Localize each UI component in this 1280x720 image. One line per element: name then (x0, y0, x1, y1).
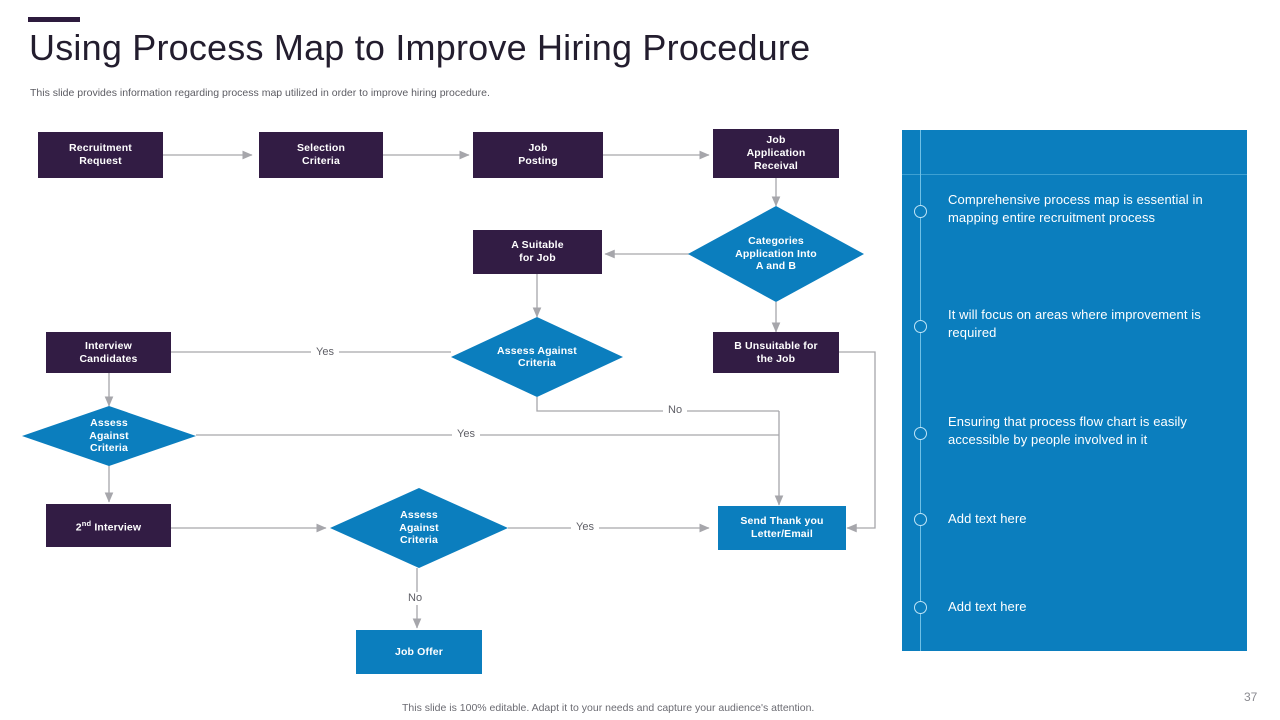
accent-bar (28, 17, 80, 22)
panel-item[interactable]: Ensuring that process flow chart is easi… (902, 413, 1247, 453)
edge-label-yes-assess2-to-sendthank: Yes (452, 428, 480, 441)
page-subtitle: This slide provides information regardin… (30, 87, 490, 99)
bullet-circle-icon (914, 205, 927, 218)
edge-label-yes-interview-to-assess1: Yes (311, 346, 339, 359)
footer-note: This slide is 100% editable. Adapt it to… (402, 702, 815, 714)
panel-item-text: It will focus on areas where improvement… (948, 307, 1201, 340)
flowchart-connectors (104, 150, 876, 629)
bullet-circle-icon (914, 320, 927, 333)
flow-node-second-interview[interactable]: 2nd Interview (46, 504, 171, 547)
panel-item-text: Comprehensive process map is essential i… (948, 192, 1203, 225)
flow-node-label: Job Offer (394, 645, 444, 658)
panel-item-text: Add text here (948, 511, 1027, 526)
flow-node-job-offer[interactable]: Job Offer (356, 630, 482, 674)
panel-item[interactable]: It will focus on areas where improvement… (902, 306, 1247, 346)
page-number: 37 (1244, 690, 1258, 704)
bullet-circle-icon (914, 427, 927, 440)
panel-header (902, 130, 1247, 175)
bullet-circle-icon (914, 513, 927, 526)
flow-node-label: 2nd Interview (72, 517, 145, 535)
edge-label-yes-assess3-to-sendthank: Yes (571, 521, 599, 534)
edge-label-no-assess3-to-joboffer: No (403, 592, 428, 605)
bullet-circle-icon (914, 601, 927, 614)
edge-label-no-assess1-down: No (663, 404, 688, 417)
page-title: Using Process Map to Improve Hiring Proc… (29, 27, 811, 68)
ordinal-number: 2 (75, 521, 82, 534)
panel-item-text: Ensuring that process flow chart is easi… (948, 414, 1188, 447)
panel-item[interactable]: Add text here (902, 598, 1247, 618)
panel-item[interactable]: Add text here (902, 510, 1247, 530)
panel-item-text: Add text here (948, 599, 1027, 614)
insights-panel: Comprehensive process map is essential i… (902, 130, 1247, 651)
ordinal-rest: Interview (91, 521, 142, 534)
panel-rail (920, 130, 921, 651)
ordinal-suffix: nd (81, 518, 92, 528)
panel-item[interactable]: Comprehensive process map is essential i… (902, 191, 1247, 231)
